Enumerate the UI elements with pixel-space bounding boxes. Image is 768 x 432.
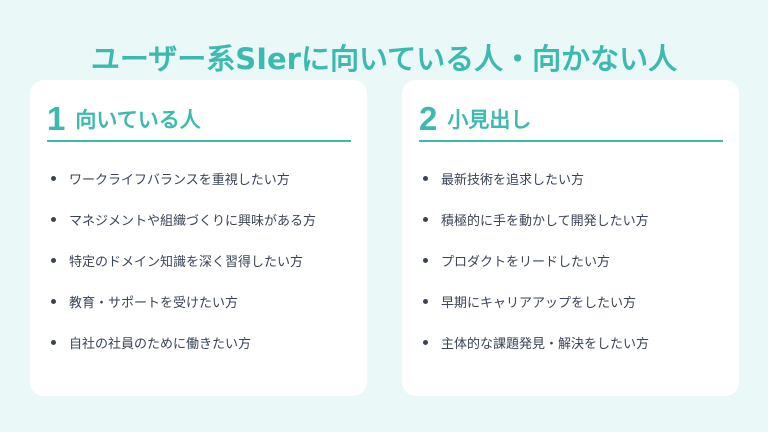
- list-item: 早期にキャリアアップをしたい方: [419, 281, 649, 322]
- bullet-icon: [51, 258, 56, 263]
- bullet-list: 最新技術を追求したい方 積極的に手を動かして開発したい方 プロダクトをリードした…: [419, 158, 649, 363]
- list-item: プロダクトをリードしたい方: [419, 240, 649, 281]
- list-item-text: 教育・サポートを受けたい方: [69, 296, 239, 311]
- list-item-text: 自社の社員のために働きたい方: [69, 337, 252, 352]
- list-item: ワークライフバランスを重視したい方: [47, 158, 316, 199]
- suited-card: 1 向いている人 ワークライフバランスを重視したい方 マネジメントや組織づくりに…: [30, 80, 367, 396]
- bullet-icon: [423, 299, 428, 304]
- card-number: 2: [419, 100, 438, 137]
- card-heading: 向いている人: [75, 108, 201, 132]
- list-item: 特定のドメイン知識を深く習得したい方: [47, 240, 316, 281]
- unsuited-card: 2 小見出し 最新技術を追求したい方 積極的に手を動かして開発したい方 プロダク…: [402, 80, 739, 396]
- list-item: 主体的な課題発見・解決をしたい方: [419, 322, 649, 363]
- bullet-icon: [51, 299, 56, 304]
- bullet-icon: [51, 217, 56, 222]
- bullet-icon: [423, 258, 428, 263]
- list-item-text: 最新技術を追求したい方: [441, 173, 585, 188]
- list-item-text: プロダクトをリードしたい方: [441, 255, 611, 270]
- list-item-text: マネジメントや組織づくりに興味がある方: [69, 214, 317, 229]
- list-item: 積極的に手を動かして開発したい方: [419, 199, 649, 240]
- card-number: 1: [47, 100, 66, 137]
- list-item: マネジメントや組織づくりに興味がある方: [47, 199, 316, 240]
- bullet-icon: [51, 340, 56, 345]
- card-header: 1 向いている人: [47, 100, 351, 142]
- bullet-list: ワークライフバランスを重視したい方 マネジメントや組織づくりに興味がある方 特定…: [47, 158, 316, 363]
- list-item: 教育・サポートを受けたい方: [47, 281, 316, 322]
- list-item-text: 特定のドメイン知識を深く習得したい方: [69, 255, 304, 270]
- card-header: 2 小見出し: [419, 100, 723, 142]
- list-item-text: 積極的に手を動かして開発したい方: [441, 214, 649, 229]
- list-item-text: ワークライフバランスを重視したい方: [69, 173, 290, 188]
- list-item: 最新技術を追求したい方: [419, 158, 649, 199]
- list-item: 自社の社員のために働きたい方: [47, 322, 316, 363]
- page-title: ユーザー系SIerに向いている人・向かない人: [90, 42, 678, 77]
- bullet-icon: [423, 176, 428, 181]
- bullet-icon: [423, 340, 428, 345]
- bullet-icon: [51, 176, 56, 181]
- card-heading: 小見出し: [447, 108, 532, 132]
- bullet-icon: [423, 217, 428, 222]
- list-item-text: 主体的な課題発見・解決をしたい方: [441, 337, 650, 352]
- list-item-text: 早期にキャリアアップをしたい方: [441, 296, 637, 311]
